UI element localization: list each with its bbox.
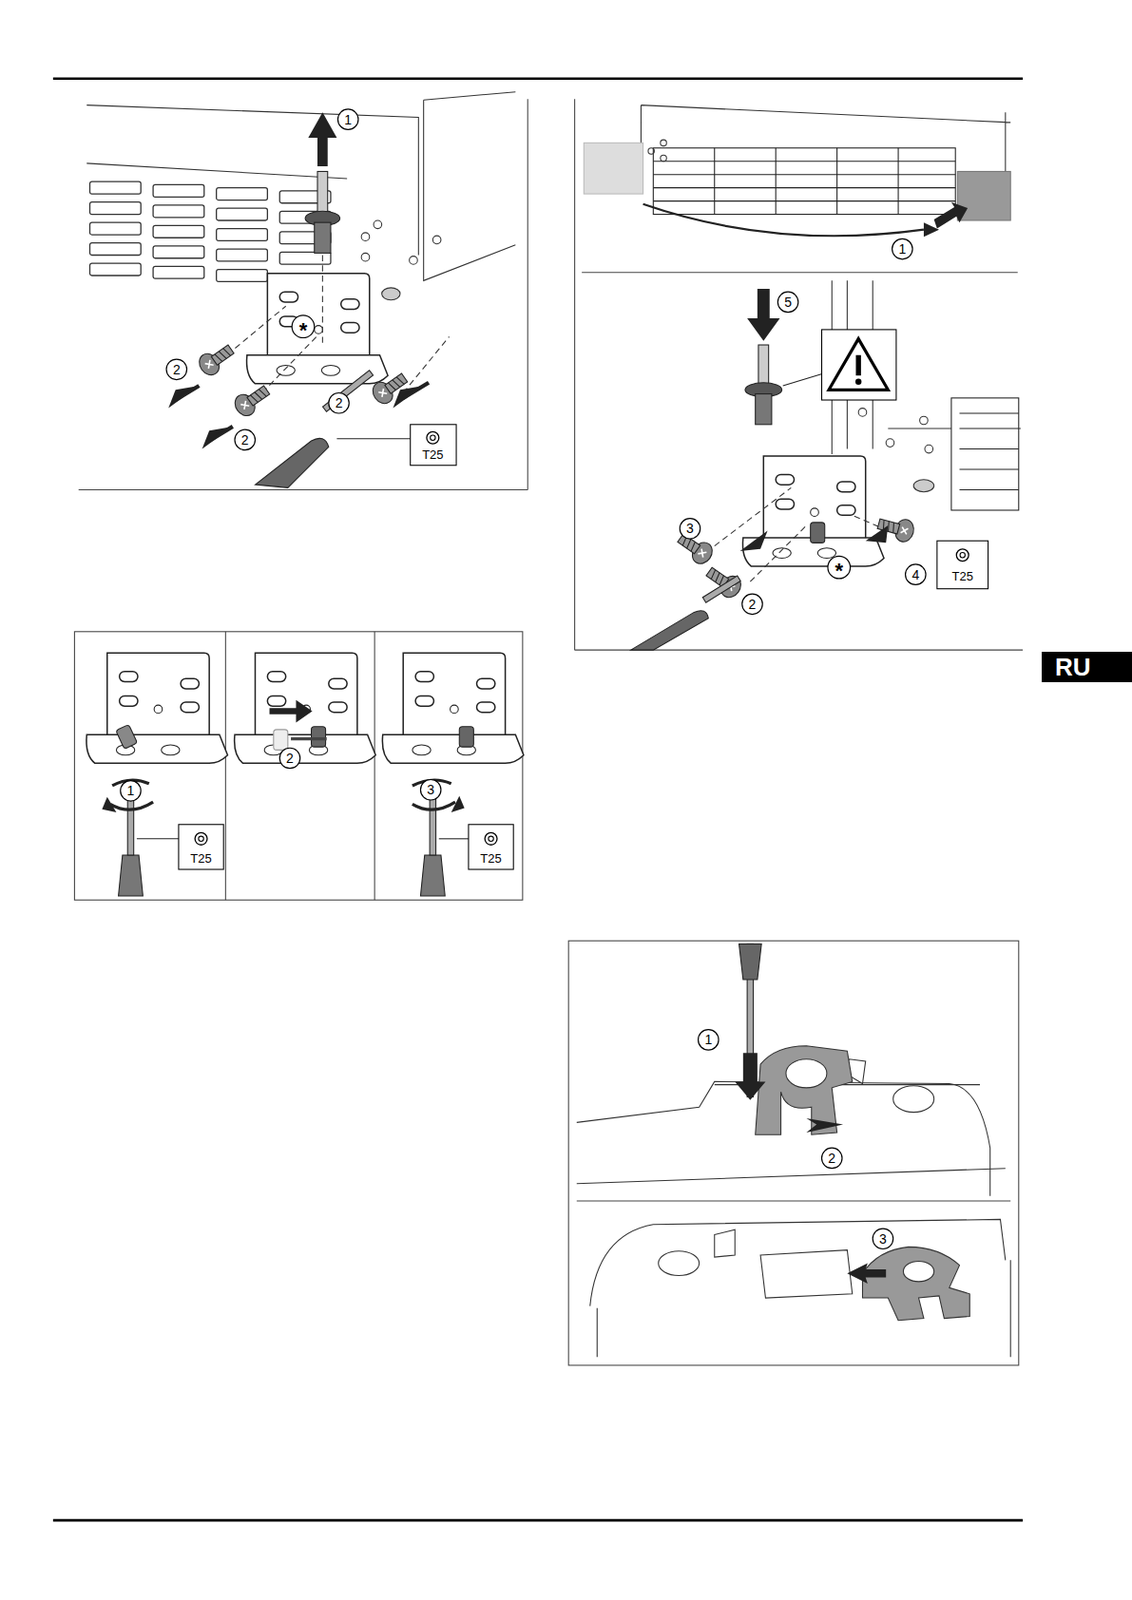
asterisk-marker: * (299, 320, 308, 342)
callout-number: 2 (172, 363, 181, 377)
callout-number: 3 (686, 521, 694, 536)
hinge-cover-figure (568, 940, 1019, 1366)
hinge-install-figure (575, 98, 1023, 651)
torx-size: T25 (479, 852, 501, 865)
asterisk-marker: * (834, 560, 844, 582)
callout-number: 2 (335, 396, 344, 410)
callout-circles (120, 109, 926, 1250)
callout-number: 1 (127, 784, 135, 798)
callout-number: 2 (827, 1151, 836, 1166)
callout-number: 1 (898, 242, 906, 256)
torx-size: T25 (952, 569, 974, 582)
callout-number: 5 (784, 295, 792, 309)
callout-number: 4 (911, 568, 920, 582)
language-tab: RU (1041, 652, 1132, 683)
callout-number: 2 (241, 433, 250, 447)
callout-number: 1 (704, 1033, 712, 1047)
callout-number: 3 (426, 783, 435, 797)
hinge-removal-figure (78, 92, 529, 491)
callout-number: 2 (286, 751, 294, 766)
language-code: RU (1055, 654, 1092, 680)
callout-number: 2 (748, 597, 757, 612)
torx-size: T25 (190, 852, 212, 865)
hinge-bolt-figure (74, 632, 524, 901)
callout-number: 1 (344, 113, 352, 127)
torx-size: T25 (422, 447, 443, 461)
callout-number: 3 (879, 1232, 887, 1247)
